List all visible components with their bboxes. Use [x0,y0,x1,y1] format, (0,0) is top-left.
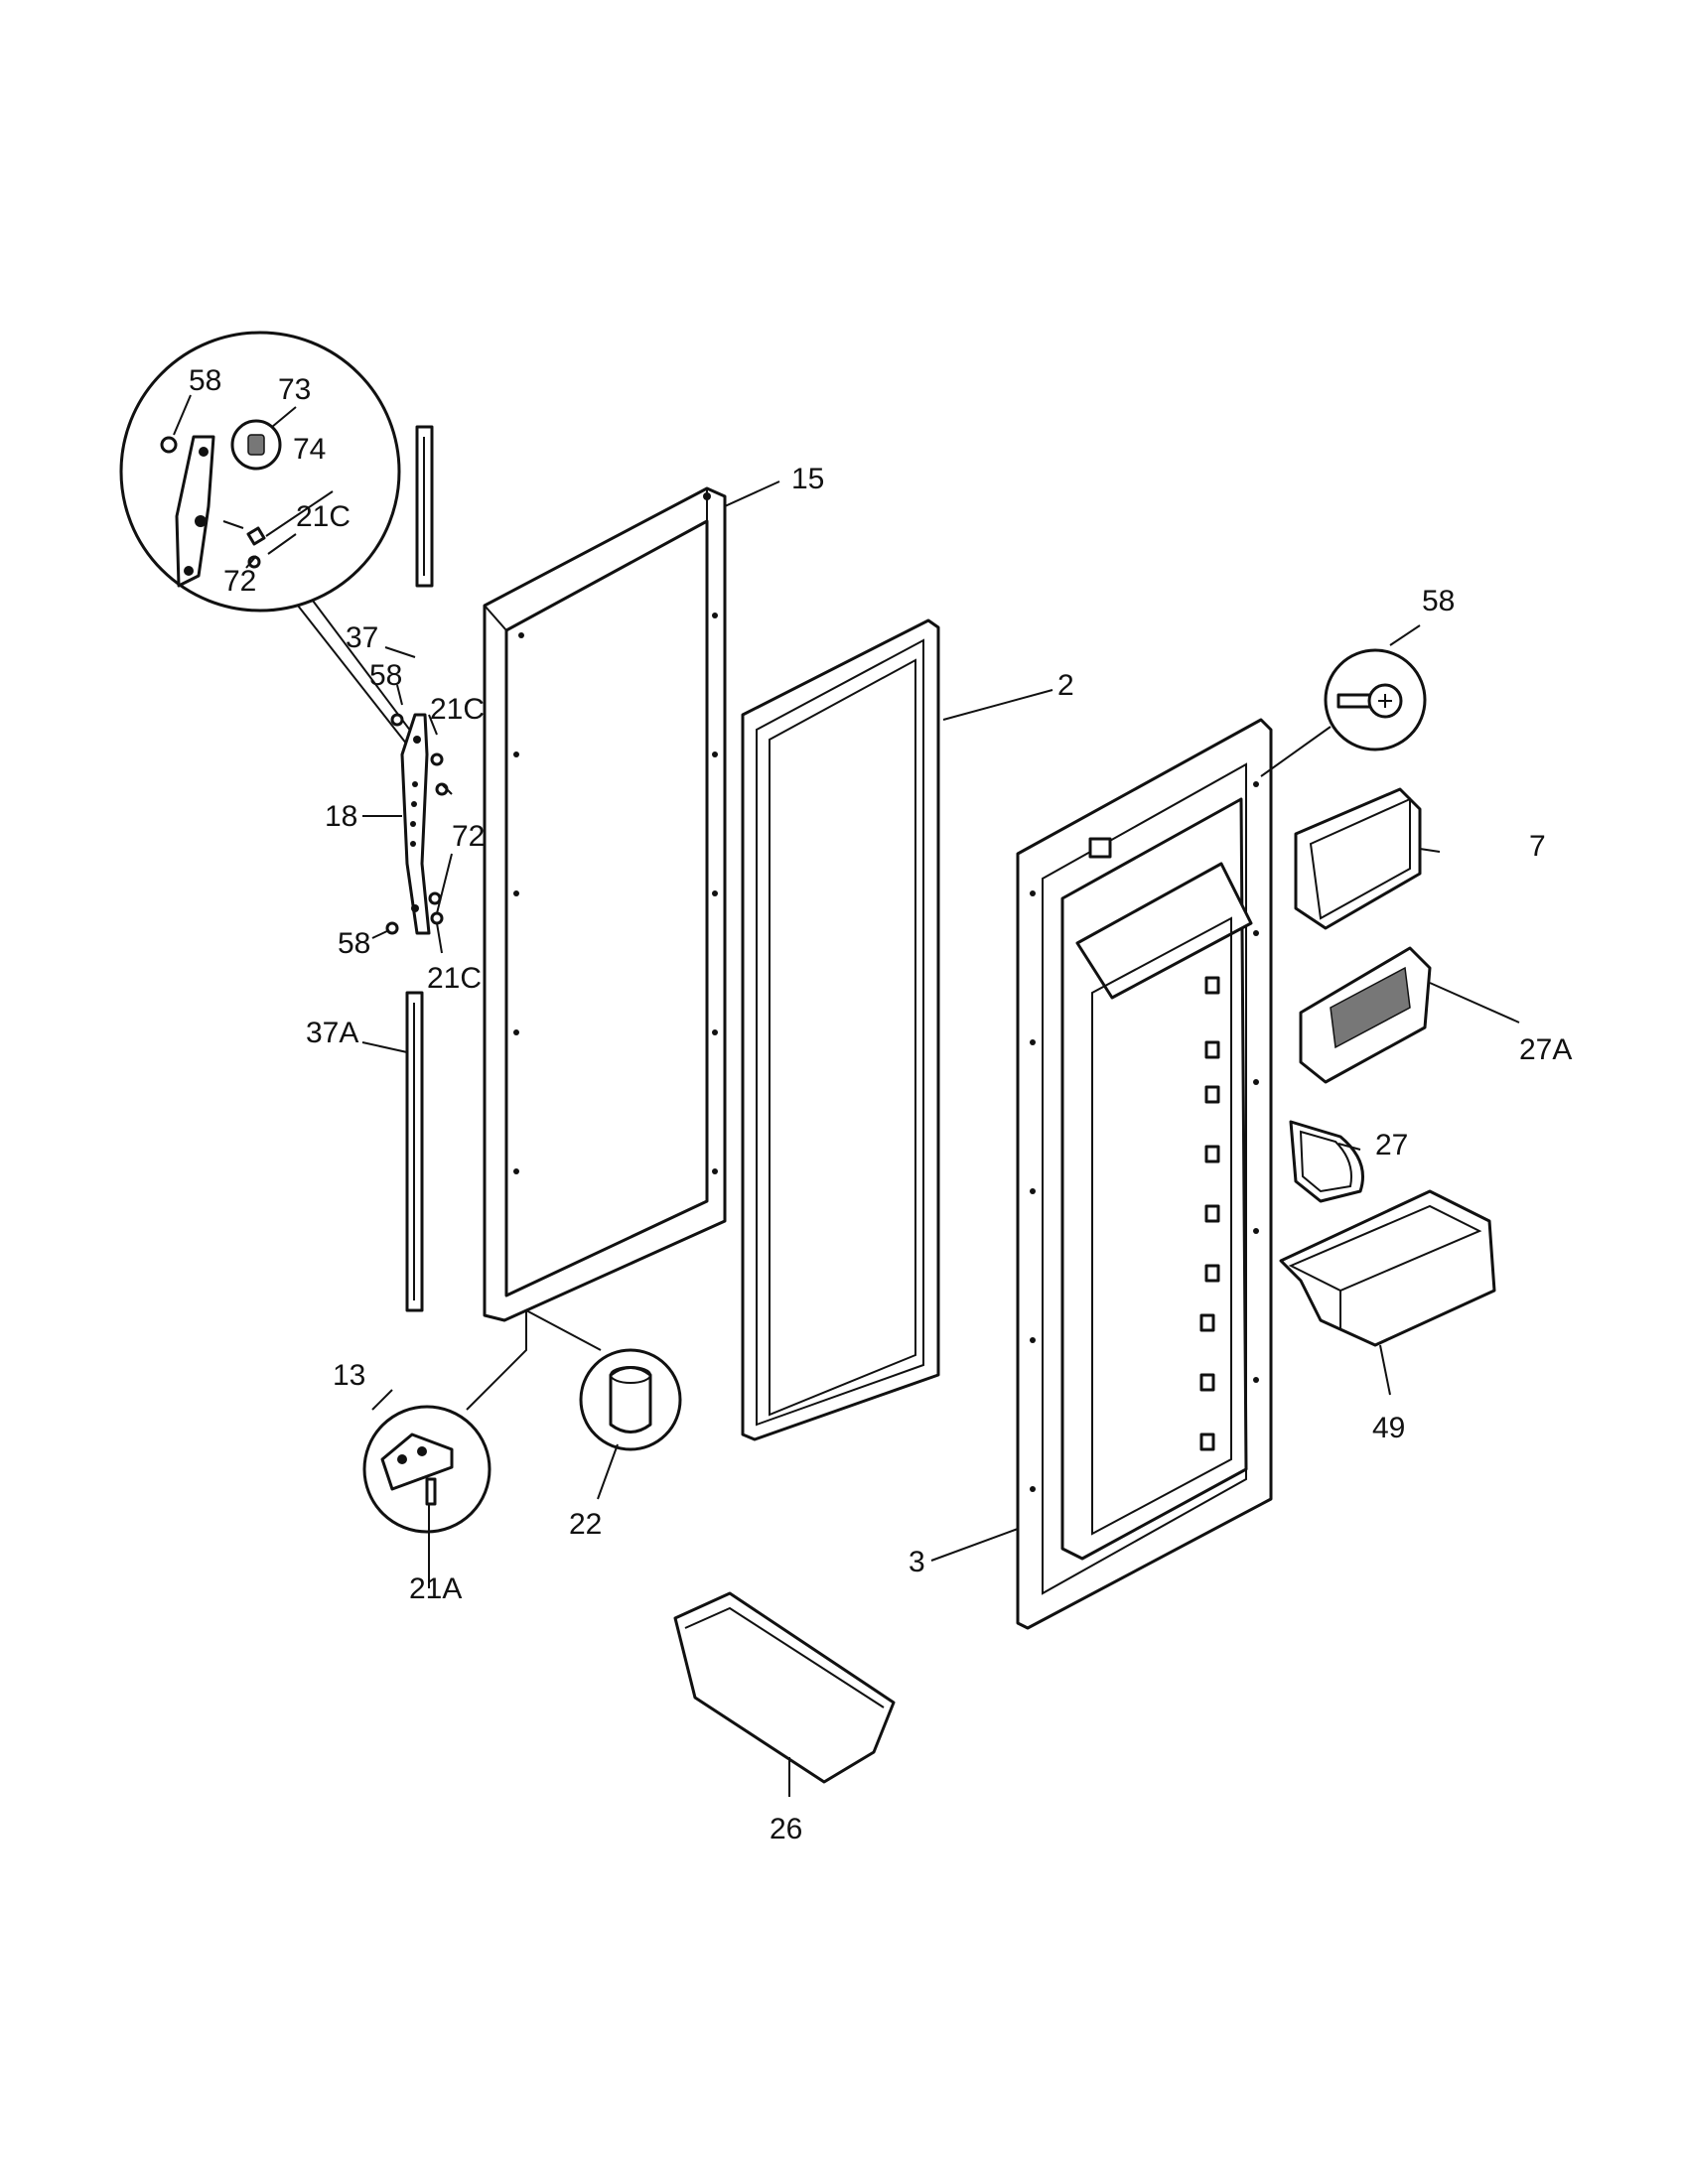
gasket-27 [1289,1120,1364,1203]
shelf-clips [1199,976,1220,1451]
screw-58-detail-circle [1324,648,1427,751]
cover-27a [1299,946,1432,1084]
callout-7: 7 [1529,830,1546,863]
door-frame-15 [483,486,727,1322]
callout-58-detail: 58 [189,364,221,397]
callout-15: 15 [791,463,824,495]
screw-58-detail [160,436,178,454]
callout-58-lower: 58 [338,927,370,960]
callout-37: 37 [346,621,378,654]
callout-21c-upper: 21C [430,693,485,726]
callout-49: 49 [1372,1412,1405,1444]
callout-21c-lower: 21C [427,962,482,995]
callout-3: 3 [909,1546,925,1578]
bracket-13-detail-circle [362,1405,491,1534]
callout-58-screw: 58 [1422,585,1455,617]
door-gasket-2 [741,618,940,1441]
callout-27: 27 [1375,1129,1408,1161]
bin-26 [673,1591,896,1784]
hinge-detail-circle [119,331,401,613]
bushing-73-detail [230,419,282,471]
callout-58-upper: 58 [369,659,402,692]
roller-22-detail-circle [579,1348,682,1451]
callout-13: 13 [333,1359,365,1392]
callout-72-detail: 72 [223,565,256,598]
callout-72-mid: 72 [452,820,485,853]
bin-49 [1279,1189,1496,1347]
callout-26: 26 [770,1813,802,1845]
callout-74: 74 [293,433,326,466]
hinge-18 [385,713,449,935]
callout-2: 2 [1057,669,1074,702]
trim-strip-37 [415,425,434,588]
callout-18: 18 [325,800,357,833]
callout-27a: 27A [1519,1033,1572,1066]
callout-21c-detail: 21C [296,500,351,533]
door-liner-3 [1016,718,1273,1630]
callout-22: 22 [569,1508,602,1541]
cover-7 [1294,787,1422,930]
callout-37a: 37A [306,1017,358,1049]
trim-strip-37a [405,991,424,1312]
callout-21a: 21A [409,1572,462,1605]
callout-73: 73 [278,373,311,406]
